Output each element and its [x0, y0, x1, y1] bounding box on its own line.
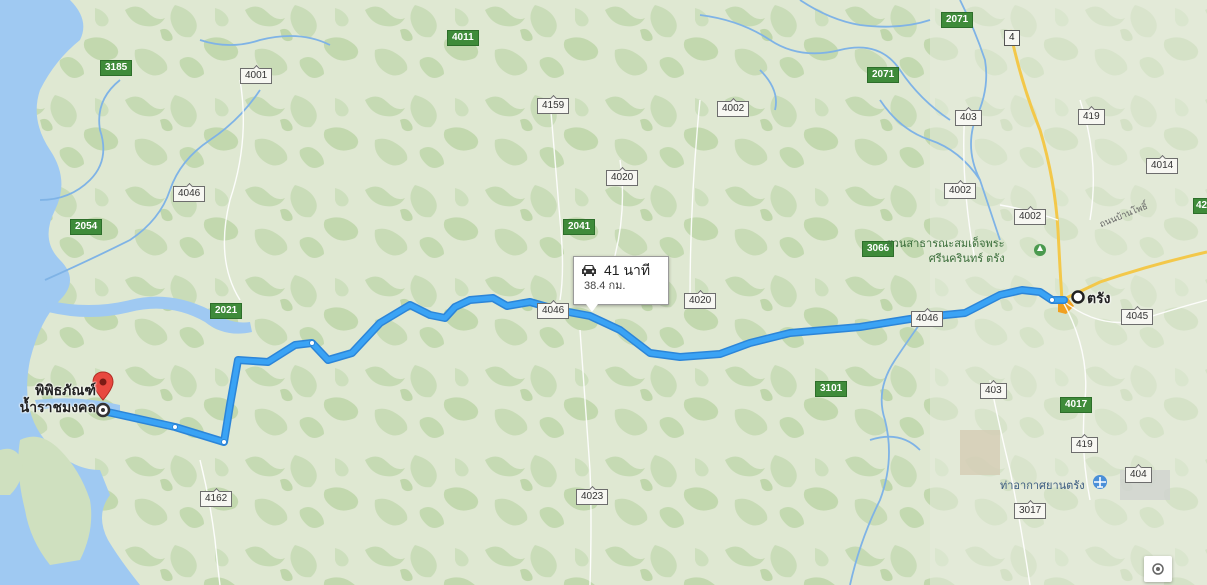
- park-label-line1: สวนสาธารณะสมเด็จพระ: [886, 238, 1005, 250]
- my-location-icon: [1152, 563, 1164, 575]
- road-shield: 4159: [537, 98, 570, 114]
- origin-label-line2: น้ำราชมงคล: [19, 399, 96, 415]
- destination-label[interactable]: ตรัง: [1087, 290, 1111, 306]
- highway-shield: 4: [1004, 30, 1020, 46]
- road-shield: 4162: [200, 491, 233, 507]
- route-distance: 38.4 กม.: [584, 280, 626, 292]
- road-shield: 404: [1125, 467, 1152, 483]
- origin-label-line1: พิพิธภัณฑ์: [35, 382, 96, 398]
- route-shield: 42: [1193, 198, 1207, 214]
- car-icon: [582, 265, 596, 276]
- route-shield: 2054: [70, 219, 103, 235]
- road-shield: 4014: [1146, 158, 1179, 174]
- road-shield: 4020: [606, 170, 639, 186]
- route-shield: 4011: [447, 30, 479, 46]
- route-shield: 3101: [815, 381, 848, 397]
- route-duration: 41 นาที: [604, 262, 651, 278]
- road-shield: 3017: [1014, 503, 1047, 519]
- route-info-callout[interactable]: 41 นาที 38.4 กม.: [573, 256, 669, 312]
- road-shield: 4002: [717, 101, 750, 117]
- road-shield: 4002: [1014, 209, 1047, 225]
- airplane-icon: [1093, 475, 1107, 489]
- my-location-button[interactable]: [1144, 556, 1172, 582]
- road-shield: 4002: [944, 183, 977, 199]
- road-shield: 4001: [240, 68, 273, 84]
- origin-label[interactable]: พิพิธภัณฑ์ น้ำราชมงคล: [10, 382, 96, 416]
- route-shield: 2071: [941, 12, 974, 28]
- route-shield: 2041: [563, 219, 596, 235]
- park-label-line2: ศรีนครินทร์ ตรัง: [928, 253, 1005, 265]
- route-shield: 2071: [867, 67, 900, 83]
- route-shield: 3185: [100, 60, 133, 76]
- route-duration-row: 41 นาที: [580, 261, 662, 279]
- road-shield: 403: [980, 383, 1007, 399]
- road-shield: 4045: [1121, 309, 1154, 325]
- road-shield: 4023: [576, 489, 609, 505]
- route-shield: 4017: [1060, 397, 1093, 413]
- road-shield: 419: [1071, 437, 1098, 453]
- route-shield: 3066: [862, 241, 895, 257]
- tree-icon: [1034, 244, 1046, 256]
- map-pin-icon[interactable]: [92, 371, 114, 418]
- road-shield: 4046: [911, 311, 944, 327]
- destination-marker-icon[interactable]: [1071, 290, 1085, 304]
- road-shield: 4046: [173, 186, 206, 202]
- road-shield: 4020: [684, 293, 717, 309]
- road-shield: 4046: [537, 303, 570, 319]
- park-label[interactable]: สวนสาธารณะสมเด็จพระ ศรีนครินทร์ ตรัง: [886, 237, 1005, 267]
- road-shield: 419: [1078, 109, 1105, 125]
- road-shield: 403: [955, 110, 982, 126]
- route-shield: 2021: [210, 303, 243, 319]
- airport-label[interactable]: ท่าอากาศยานตรัง: [1000, 480, 1085, 492]
